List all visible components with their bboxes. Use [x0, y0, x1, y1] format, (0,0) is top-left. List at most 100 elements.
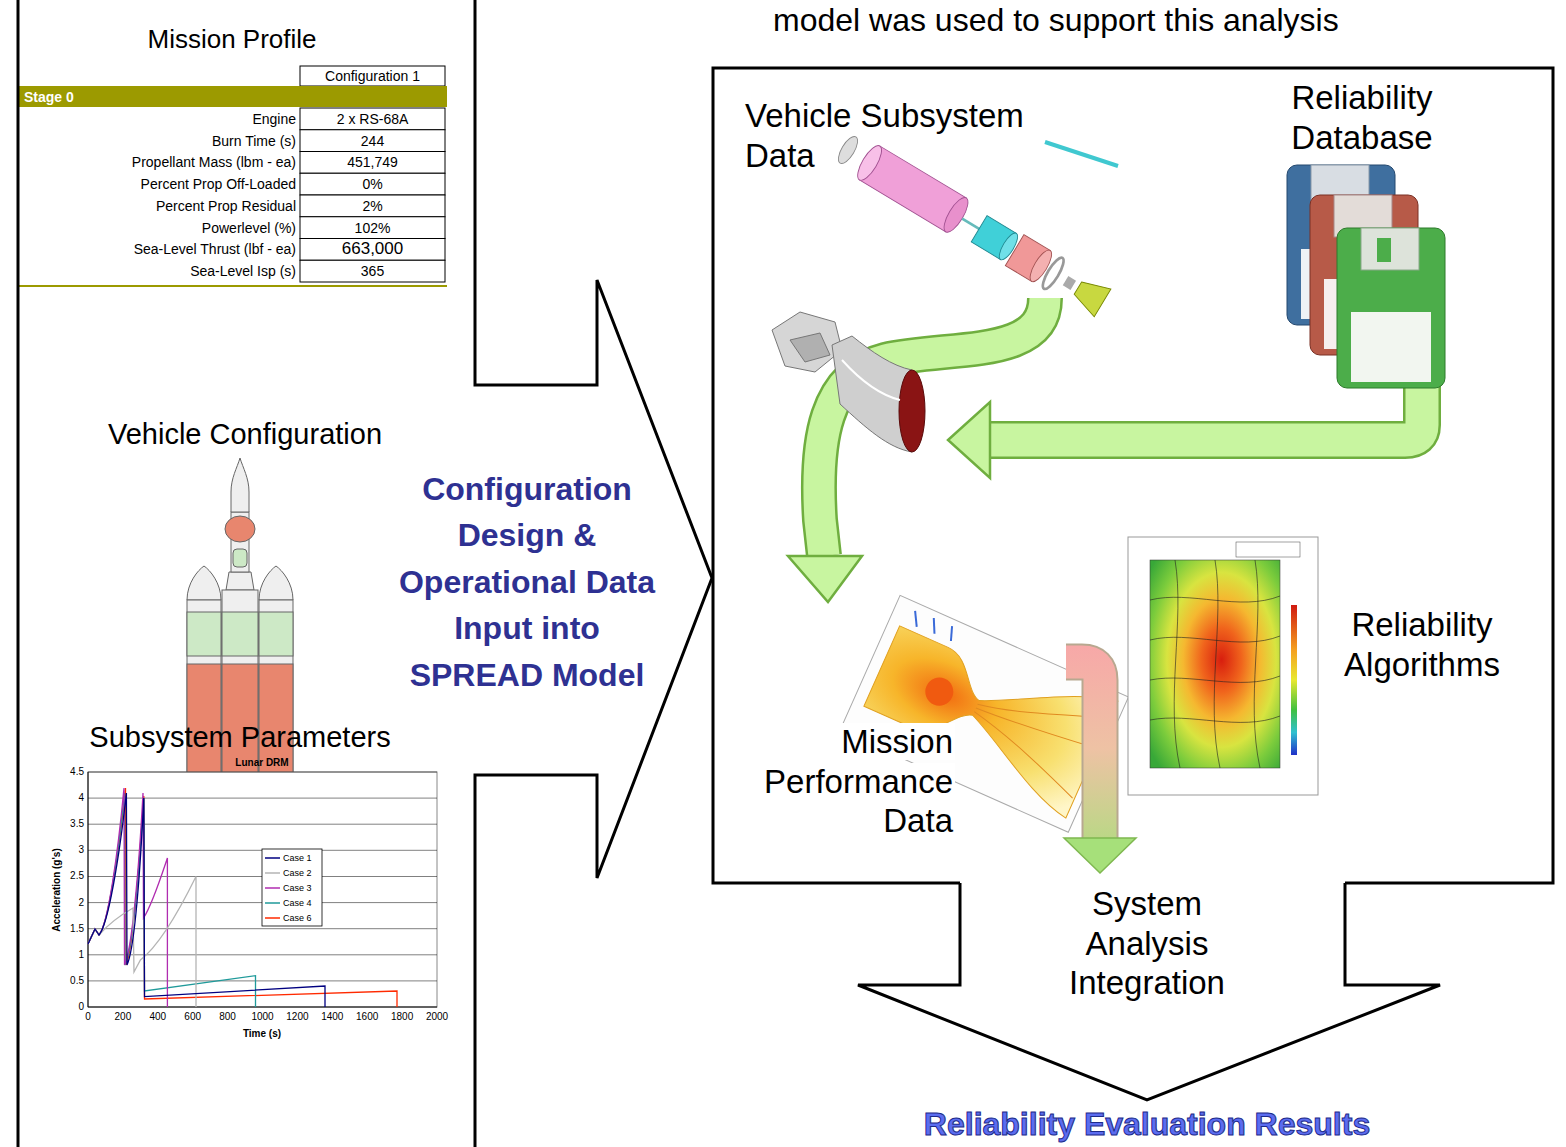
- reliability-algorithm-plot: [1128, 537, 1318, 795]
- table-value-cell: 2 x RS-68A: [337, 111, 409, 127]
- flow-arrow: [1064, 662, 1136, 873]
- acceleration-chart: [88, 772, 437, 1007]
- nozzle-flow-illustration-part-part: [909, 611, 922, 627]
- legend-line-sample: [265, 872, 280, 874]
- text: Vehicle Configuration: [108, 418, 382, 450]
- y-axis-title: Acceleration (g's): [51, 848, 63, 932]
- mission-profile-table-part-part: [300, 239, 445, 261]
- acceleration-chart-part-part: [88, 1007, 437, 1008]
- launch-vehicle-illustration-part: [259, 566, 293, 600]
- launch-vehicle-illustration-part: [187, 566, 221, 600]
- component-label: Reliability Database: [1262, 78, 1462, 157]
- legend-entry: Case 4: [283, 898, 312, 908]
- output-arrow: System Analysis Integration: [856, 881, 1442, 1103]
- table-row-label: Percent Prop Off-Loaded: [141, 176, 296, 192]
- text: Vehicle Subsystem Data: [745, 97, 1024, 174]
- table-row-label: Burn Time (s): [212, 133, 296, 149]
- mission-profile-table-part-part: [300, 260, 445, 282]
- table-value-cell: 451,749: [347, 154, 398, 170]
- subsystem-parts-illustration-part: [1063, 276, 1076, 290]
- text: Reliability Algorithms: [1344, 606, 1500, 683]
- table-stage-row: Stage 0: [24, 88, 74, 104]
- y-axis-tick: 4: [78, 792, 84, 804]
- table-row-label: Sea-Level Isp (s): [190, 263, 296, 279]
- y-axis-tick: 1.5: [70, 923, 84, 935]
- mission-profile-table-part: [300, 108, 445, 282]
- reliability-algorithm-plot-part: [1150, 560, 1280, 768]
- launch-vehicle-illustration-part: [233, 549, 247, 567]
- subsystem-rod: [1045, 142, 1118, 166]
- launch-vehicle-illustration-part: [259, 612, 293, 656]
- intro-text-fragment: model was used to support this analysis: [773, 2, 1339, 39]
- table-header-cell: Configuration 1: [325, 68, 420, 84]
- legend-line-sample: [265, 902, 280, 904]
- flow-arrow-part: [788, 556, 862, 602]
- y-axis-tick: 3.5: [70, 818, 84, 830]
- y-axis-tick: 0: [78, 1001, 84, 1013]
- acceleration-chart-part-part: [88, 788, 397, 1007]
- subsystem-parts-illustration-part: [1070, 274, 1111, 317]
- engine-illustration-part: [772, 312, 842, 372]
- x-axis-tick: 1000: [251, 1011, 273, 1023]
- acceleration-chart-part: [88, 788, 397, 1007]
- node-border: [858, 883, 1440, 1100]
- x-axis-tick: 1200: [286, 1011, 308, 1023]
- x-axis-title: Time (s): [243, 1028, 281, 1040]
- input-panel: Mission ProfileVehicle ConfigurationSubs…: [16, 0, 714, 1147]
- x-axis-tick: 600: [184, 1011, 201, 1023]
- mission-profile-table-part-part: [300, 108, 445, 130]
- acceleration-chart-part-part: [88, 772, 437, 773]
- legend-entry: Case 1: [283, 853, 312, 863]
- mission-profile-table-part-part: [300, 173, 445, 195]
- table-row-label: Powerlevel (%): [202, 220, 296, 236]
- section-heading: Mission Profile: [92, 24, 372, 55]
- text: Reliability Database: [1291, 79, 1432, 156]
- nozzle-flow-illustration-part-part: [928, 618, 940, 634]
- nozzle-flow-illustration-part-part: [946, 626, 956, 641]
- subsystem-parts-illustration-part: [853, 142, 886, 183]
- legend-line-sample: [265, 887, 280, 889]
- text: Mission Performance Data: [762, 723, 955, 839]
- subsystem-parts-illustration-part: [940, 194, 973, 235]
- y-axis-tick: 1: [78, 949, 84, 961]
- engine-illustration: [772, 312, 925, 452]
- subsystem-parts-illustration: [832, 130, 1112, 320]
- y-axis-tick: 3: [78, 845, 84, 857]
- mission-profile-table-part-part: [300, 152, 445, 174]
- legend-entry: Case 3: [283, 883, 312, 893]
- arrow-label: Configuration Design & Operational Data …: [387, 466, 667, 698]
- mission-profile-table-part-part: [300, 195, 445, 217]
- engine-illustration-part: [842, 360, 900, 400]
- flow-arrow-part: [948, 402, 990, 478]
- acceleration-chart-part-part: [88, 788, 167, 1007]
- launch-vehicle-illustration-part: [187, 612, 221, 656]
- subsystem-parts-illustration-part: [835, 134, 862, 167]
- node-border: [713, 68, 1553, 883]
- table-value-cell: 2%: [362, 198, 382, 214]
- flow-arrow-part: [1064, 838, 1136, 873]
- database-icon-part-part: [1351, 312, 1431, 382]
- reliability-algorithm-plot-part: [1291, 605, 1297, 755]
- text: Configuration Design & Operational Data …: [399, 471, 655, 693]
- subsystem-parts-illustration-part: [1039, 255, 1067, 291]
- flow-arrow-part: [1066, 662, 1100, 838]
- acceleration-chart-part-part: [88, 772, 89, 1007]
- acceleration-chart-part: [88, 772, 437, 1007]
- reliability-algorithm-plot-part: [1128, 537, 1318, 795]
- engine-illustration-part: [899, 370, 925, 452]
- nozzle-flow-illustration-part: [909, 610, 956, 642]
- text: Mission Profile: [147, 24, 316, 54]
- mission-profile-table-part-part: [300, 217, 445, 239]
- table-value-cell: 365: [361, 263, 384, 279]
- component-label: Reliability Algorithms: [1317, 605, 1527, 684]
- database-icon-part-part: [1377, 238, 1391, 262]
- mission-profile-table-part: [19, 285, 447, 287]
- mission-profile-table-part-part: [300, 130, 445, 152]
- engine-illustration-part: [790, 333, 830, 362]
- acceleration-chart-part-part: [88, 798, 437, 799]
- chart-title: Lunar DRM: [235, 757, 288, 769]
- acceleration-chart-part-part: [88, 793, 325, 1007]
- acceleration-chart-part-part: [88, 928, 437, 929]
- x-axis-tick: 200: [115, 1011, 132, 1023]
